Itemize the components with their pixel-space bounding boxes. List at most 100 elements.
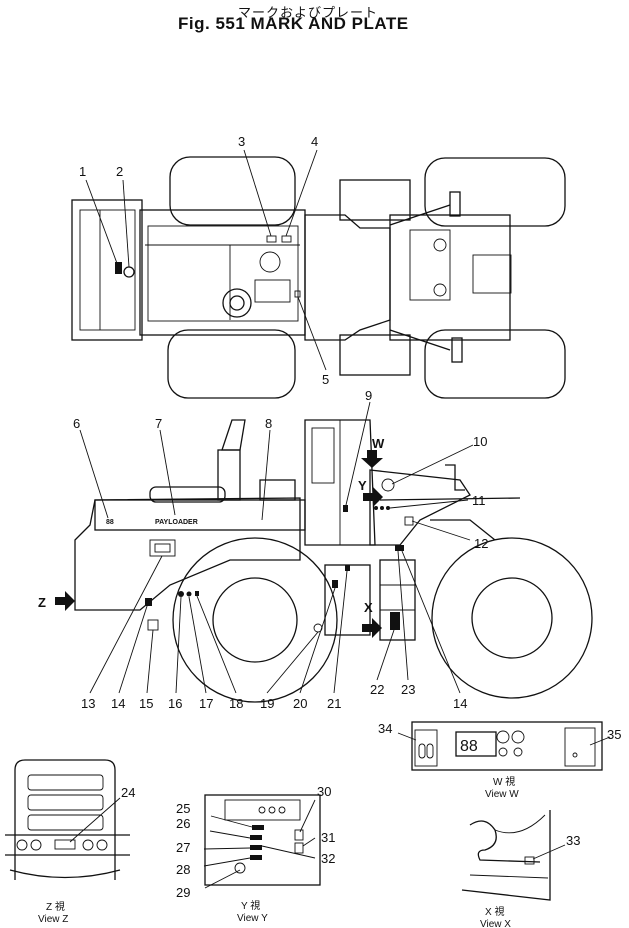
lift-arm (369, 469, 471, 546)
arrow-right-icon (55, 591, 75, 611)
mark-28 (250, 855, 262, 860)
view-y-panel (204, 794, 321, 886)
mark-20 (332, 580, 338, 588)
mark-29 (234, 862, 246, 874)
mark-26 (250, 835, 262, 840)
title-japanese: マークおよびプレート (238, 5, 379, 20)
view-arrows: Z X Y W (38, 436, 385, 638)
mark-11 (374, 506, 378, 510)
mark-21 (345, 565, 350, 571)
callout-15: 15 (139, 696, 153, 711)
callout-20: 20 (293, 696, 307, 711)
view-y-en: View Y (237, 913, 268, 924)
mark-24 (54, 839, 76, 850)
callout-34: 34 (378, 721, 392, 736)
callout-14b: 14 (453, 696, 467, 711)
view-w-detail: 88 34 35 W 視 View W (378, 721, 621, 800)
mark-1 (115, 262, 122, 274)
rear-body-side (74, 497, 301, 611)
view-x-detail: 33 X 視 View X (461, 810, 580, 928)
callout-3: 3 (238, 134, 245, 149)
mark-18 (195, 591, 199, 596)
mark-15 (147, 619, 159, 631)
display-digits: 88 (460, 738, 478, 755)
view-letter-w: W (372, 436, 385, 451)
callout-numbers: 1 2 3 4 5 6 7 8 9 10 11 12 13 14 15 16 1… (73, 134, 488, 711)
mark-35 (564, 727, 596, 767)
callout-23: 23 (401, 682, 415, 697)
callout-32: 32 (321, 851, 335, 866)
callout-24: 24 (121, 785, 135, 800)
digital-display (455, 731, 497, 757)
callout-2: 2 (116, 164, 123, 179)
gauge-decal: 88 (106, 519, 114, 526)
callout-28: 28 (176, 862, 190, 877)
top-view-machine (71, 156, 566, 399)
view-w-panel (411, 721, 603, 771)
mark-22 (390, 612, 400, 630)
callout-18: 18 (229, 696, 243, 711)
callout-21: 21 (327, 696, 341, 711)
payloader-decal: PAYLOADER (155, 519, 198, 526)
callout-10: 10 (473, 434, 487, 449)
rear-left-tire (169, 156, 296, 226)
view-x-en: View X (480, 919, 511, 928)
view-z-detail: 24 Z 視 View Z (5, 759, 135, 925)
callout-16: 16 (168, 696, 182, 711)
mark-13-plate (149, 539, 176, 557)
mark-27 (250, 845, 262, 850)
mark-10 (381, 478, 395, 492)
mark-34 (414, 729, 438, 767)
front-right-tire (424, 329, 566, 399)
callout-26: 26 (176, 816, 190, 831)
callout-6: 6 (73, 416, 80, 431)
callout-12: 12 (474, 536, 488, 551)
engine-hood (94, 499, 306, 531)
callout-1: 1 (79, 164, 86, 179)
view-x-jp: X 視 (485, 905, 504, 918)
front-hood-panel (472, 254, 512, 294)
view-w-jp: W 視 (493, 775, 515, 788)
mark-23 (395, 545, 404, 551)
callout-35: 35 (607, 727, 621, 742)
callout-29: 29 (176, 885, 190, 900)
mark-31 (294, 842, 304, 854)
callout-11: 11 (472, 493, 486, 508)
callout-25: 25 (176, 801, 190, 816)
mark-12 (404, 516, 414, 526)
mark-5 (294, 290, 301, 298)
callout-13: 13 (81, 696, 95, 711)
callout-8: 8 (265, 416, 272, 431)
mark-4 (281, 235, 292, 243)
callout-30: 30 (317, 784, 331, 799)
front-left-tire (424, 157, 566, 227)
view-z-en: View Z (38, 914, 68, 925)
mark-30 (294, 829, 304, 841)
rear-body (139, 209, 306, 336)
mark-2 (123, 266, 135, 278)
mark-3 (266, 235, 277, 243)
mark-9 (343, 505, 348, 512)
view-w-en: View W (485, 789, 519, 800)
side-view-machine: PAYLOADER 88 (74, 419, 593, 703)
front-wheel (431, 537, 593, 699)
rear-counterweight (71, 199, 143, 341)
arrow-down-icon (361, 450, 383, 468)
callout-17: 17 (199, 696, 213, 711)
callout-7: 7 (155, 416, 162, 431)
view-y-jp: Y 視 (241, 899, 260, 912)
callout-33: 33 (566, 833, 580, 848)
view-letter-x: X (364, 600, 373, 615)
engine-cap (222, 288, 252, 318)
view-letter-y: Y (358, 478, 367, 493)
arrow-right-icon (363, 487, 383, 507)
mark-33 (524, 856, 535, 865)
leader-lines (79, 149, 474, 694)
view-z-outline (14, 759, 116, 880)
mark-16 (178, 591, 184, 597)
view-x-frame (461, 810, 551, 901)
callout-31: 31 (321, 830, 335, 845)
title-english: Fig. 551 MARK AND PLATE (178, 14, 409, 33)
step-ladder (379, 559, 416, 641)
callout-5: 5 (322, 372, 329, 387)
